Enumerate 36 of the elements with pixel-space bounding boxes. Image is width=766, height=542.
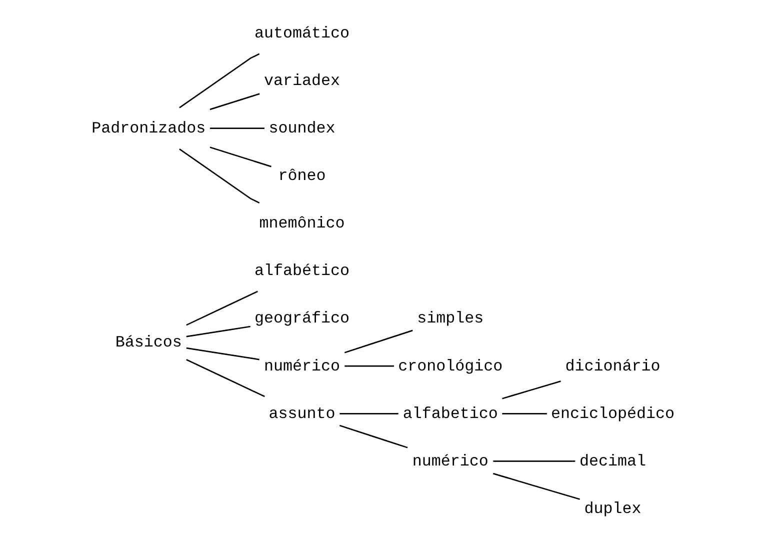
connector	[502, 380, 561, 400]
connector	[344, 365, 394, 367]
node-text: alfabético	[254, 262, 350, 280]
connector	[186, 347, 260, 360]
connector	[492, 472, 580, 500]
node-text: alfabetico	[402, 404, 498, 423]
node-text: dicionário	[565, 357, 660, 376]
node-text: mnemônico	[259, 214, 345, 233]
connector	[340, 412, 398, 414]
node-text: assunto	[268, 404, 336, 423]
connector	[179, 53, 260, 108]
connector	[186, 358, 265, 398]
node-text: numérico	[412, 452, 488, 470]
connector	[210, 128, 264, 130]
connector	[344, 330, 413, 354]
node-text: variadex	[264, 72, 340, 90]
node-text: Padronizados	[92, 120, 206, 138]
node-text: geográfico	[254, 310, 350, 328]
node-text: numérico	[264, 357, 340, 376]
node-text: enciclopédico	[551, 404, 675, 423]
node-text: simples	[417, 310, 484, 328]
connector	[179, 148, 260, 204]
connector	[339, 424, 408, 448]
node-text: duplex	[584, 500, 642, 518]
connector	[186, 290, 258, 326]
node-text: decimal	[580, 452, 646, 470]
node-text: cronológico	[398, 357, 503, 376]
connector	[210, 93, 260, 110]
node-text: rôneo	[278, 167, 326, 186]
node-text: soundex	[268, 120, 336, 138]
node-text: automático	[254, 24, 350, 42]
connector	[493, 460, 576, 462]
connector	[502, 412, 547, 414]
node-text: Básicos	[115, 334, 182, 352]
connector	[186, 326, 250, 338]
connector	[210, 146, 272, 168]
